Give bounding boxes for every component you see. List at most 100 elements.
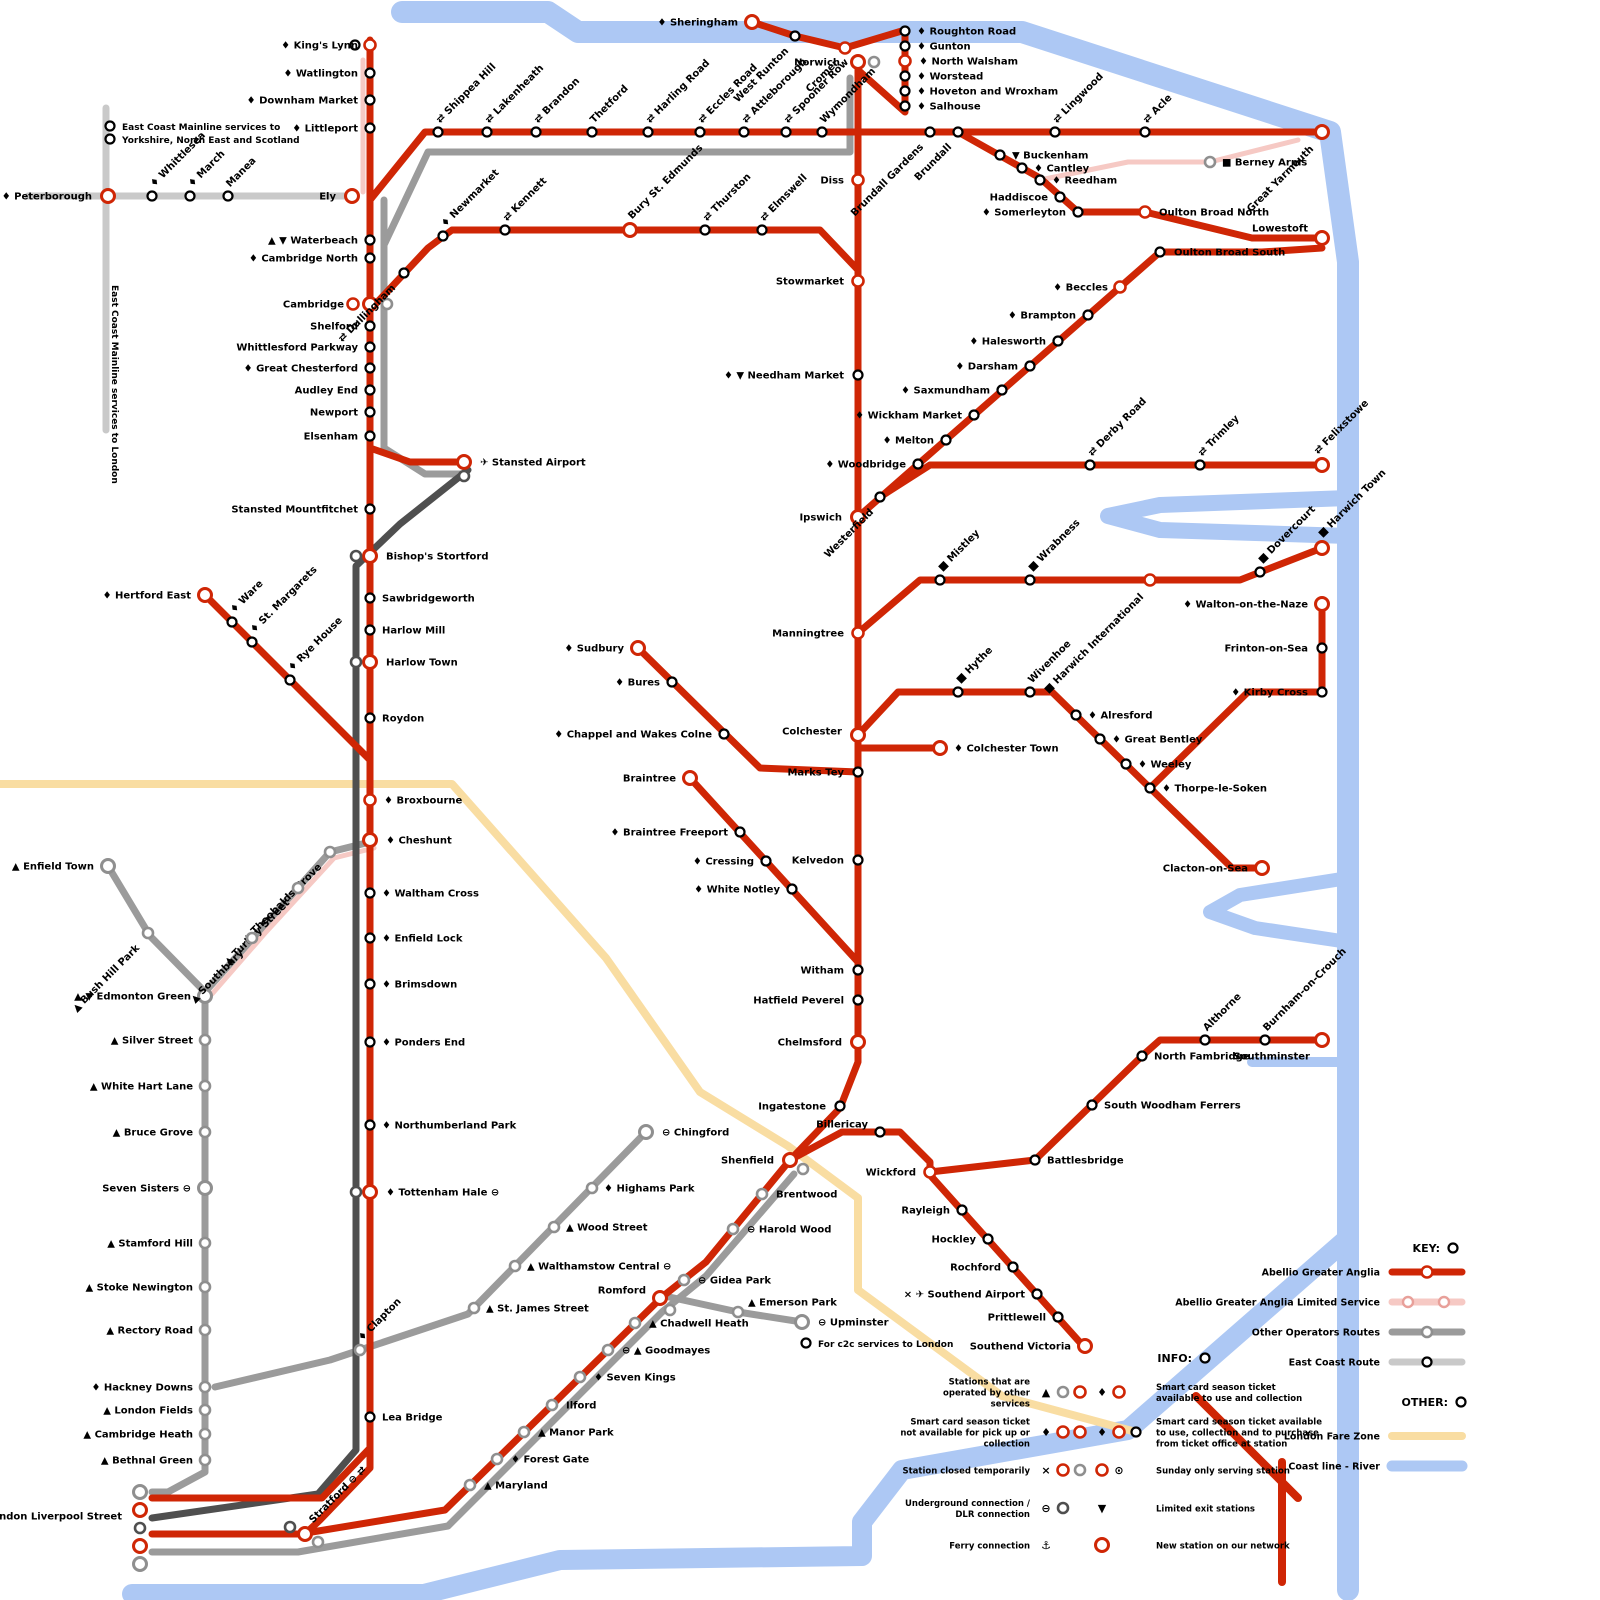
station-marker <box>364 122 376 134</box>
station-marker <box>850 54 866 70</box>
station-label: ♦ Brimsdown <box>382 980 457 991</box>
station-harlow-mill: Harlow Mill <box>364 624 445 637</box>
station-label: ♦ Chappel and Wakes Colne <box>554 730 712 741</box>
station-buckenham: ▼ Buckenham <box>994 149 1088 162</box>
annotation-text: For c2c services to London <box>818 1340 953 1350</box>
station-marker <box>1420 1265 1434 1279</box>
line-harwich-estuary <box>1100 490 1356 544</box>
station-label: ♦ Watlington <box>283 69 358 80</box>
station-marker <box>1054 191 1066 203</box>
station-london-liverpool-street: ⊖ London Liverpool Street <box>0 1484 148 1572</box>
station-label: Oulton Broad North <box>1159 208 1269 219</box>
station-wrabness: ■ Wrabness <box>1024 517 1083 586</box>
station-marker <box>1314 540 1330 556</box>
station-braintree: Braintree <box>623 770 698 786</box>
station-marker <box>1314 230 1330 246</box>
station-label: ⇄ Derby Road <box>1086 396 1149 459</box>
station-marker <box>197 1180 213 1196</box>
station-shelford: Shelford <box>310 320 376 333</box>
station-marker <box>1112 1385 1126 1399</box>
station-marker <box>363 793 377 807</box>
line-geml <box>148 58 862 1538</box>
station-marker <box>364 430 376 442</box>
station-label: Billericay <box>816 1120 868 1131</box>
station-label: ▲ Enfield Town <box>12 862 94 873</box>
station-broxbourne: ♦ Broxbourne <box>363 793 463 807</box>
line-berney-limited <box>1037 137 1301 183</box>
station-chappel-and-wakes-colne: ♦ Chappel and Wakes Colne <box>554 728 730 741</box>
station-marker <box>364 932 376 944</box>
station-marker <box>1316 642 1328 654</box>
station-marker <box>622 222 638 238</box>
station-harold-wood: ⊖ Harold Wood <box>726 1222 831 1236</box>
station-marker <box>1056 1385 1070 1399</box>
info-label: New station on our network <box>1156 1542 1290 1552</box>
line-braintree-branch <box>686 774 862 966</box>
station-cressing: ♦ Cressing <box>693 855 772 868</box>
station-braintree-freeport: ♦ Braintree Freeport <box>611 826 746 839</box>
station-label: Burnham-on-Crouch <box>1261 946 1348 1033</box>
station-label: ■ Harwich International <box>1042 592 1146 696</box>
station-label: Shelford <box>310 322 358 333</box>
station-gidea-park: ⊖ Gidea Park <box>677 1273 771 1287</box>
station-marker <box>184 190 196 202</box>
station-label: ⇄ Acle <box>1141 92 1174 125</box>
station-marker <box>652 1290 668 1306</box>
station-marker <box>364 320 376 332</box>
station-maryland: ▲ Maryland <box>463 1478 548 1492</box>
info-glyph: ⚓ <box>1041 1539 1051 1552</box>
station-marker <box>838 41 852 55</box>
station-marker <box>1052 335 1064 347</box>
line-breckland <box>366 128 862 204</box>
station-walthamstow-central: ▲ Walthamstow Central ⊖ <box>508 1259 671 1273</box>
station-label: ♦ North Walsham <box>919 57 1018 68</box>
station-label: Wickford <box>866 1168 916 1179</box>
station-cambridge-north: ♦ Cambridge North <box>249 252 376 265</box>
station-label: Battlesbridge <box>1047 1156 1124 1167</box>
station-marker <box>867 55 881 69</box>
station-wickford: Wickford <box>866 1165 937 1179</box>
station-mistley: ■ Mistley <box>934 527 982 586</box>
station-marker <box>734 826 746 838</box>
station-brentwood: Brentwood <box>755 1187 837 1201</box>
station-label: ♦ Sheringham <box>658 18 738 29</box>
station-haddiscoe: Haddiscoe <box>990 191 1066 204</box>
station-marker <box>794 1314 810 1330</box>
station-audley-end: Audley End <box>295 384 376 397</box>
station-label: ▲ Bruce Grove <box>113 1128 194 1139</box>
station-upminster: ⊖ Upminster <box>794 1314 889 1330</box>
station-marker <box>874 1126 886 1138</box>
station-label: Rayleigh <box>901 1206 950 1217</box>
info-glyph: × <box>1041 1464 1050 1477</box>
station-marker <box>850 1034 866 1050</box>
station-marker <box>1316 686 1328 698</box>
station-label: Audley End <box>295 386 358 397</box>
station-shenfield: Shenfield <box>721 1152 810 1176</box>
station-marker <box>362 654 378 670</box>
station-marker <box>834 1100 846 1112</box>
station-kennett: ⇄ Kennett <box>499 176 549 236</box>
station-label: Kelvedon <box>792 856 844 867</box>
station-kirby-cross: ♦ Kirby Cross <box>1231 686 1328 699</box>
station-battlesbridge: Battlesbridge <box>1029 1154 1124 1167</box>
station-marker <box>850 727 866 743</box>
station-rectory-road: ▲ Rectory Road <box>106 1323 212 1337</box>
station-label: Braintree <box>623 774 676 785</box>
station-marker <box>133 1521 147 1535</box>
station-stansted-airport: ✈ Stansted Airport <box>456 454 586 483</box>
station-label: Lowestoft <box>1252 224 1308 235</box>
info-glyph: ⊙ <box>1114 1464 1123 1477</box>
station-marker <box>852 766 864 778</box>
station-marker <box>1034 174 1046 186</box>
station-marker <box>311 1535 325 1549</box>
station-marker <box>1130 1426 1142 1438</box>
key-other-title: OTHER: <box>1402 1396 1448 1409</box>
station-label: ⊖ ▲ Goodmayes <box>622 1346 710 1357</box>
station-marker <box>141 926 155 940</box>
station-label: ♦ Hoveton and Wroxham <box>917 87 1058 98</box>
station-marker <box>1139 126 1151 138</box>
station-label: Rochford <box>950 1263 1001 1274</box>
info-label: Limited exit stations <box>1156 1505 1255 1515</box>
station-marker <box>573 1370 587 1384</box>
